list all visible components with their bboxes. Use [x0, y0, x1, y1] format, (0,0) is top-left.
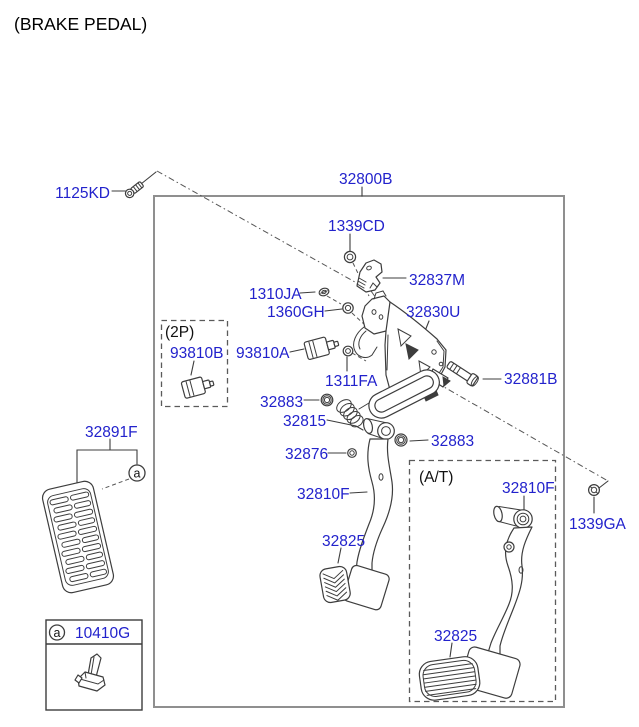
- label-32810f-at[interactable]: 32810F: [502, 480, 555, 497]
- label-1125kd[interactable]: 1125KD: [55, 185, 110, 202]
- switch-93810a: [303, 336, 340, 360]
- label-32876[interactable]: 32876: [285, 446, 328, 463]
- callout-a-pedal: a: [128, 464, 146, 482]
- assembly-boundary-box: [153, 195, 565, 708]
- at-pedal-pad-32825: [418, 656, 481, 701]
- nut-32883-lower: [394, 433, 408, 447]
- nut-1311fa-axis-dash: [351, 352, 367, 362]
- nut-32883-upper: [320, 393, 334, 407]
- screw-1310ja-axis-dash: [326, 295, 342, 305]
- label-32837m[interactable]: 32837M: [409, 272, 465, 289]
- callout-a-clip-letter: a: [54, 626, 61, 640]
- label-32800b[interactable]: 32800B: [339, 171, 392, 188]
- label-93810b[interactable]: 93810B: [170, 345, 223, 362]
- label-2p: (2P): [165, 324, 194, 341]
- at-pedal-arm-32810f: [486, 526, 533, 661]
- label-1310ja[interactable]: 1310JA: [249, 286, 302, 303]
- nut-1311fa: [342, 345, 354, 357]
- label-32825-mt[interactable]: 32825: [322, 533, 365, 550]
- at-option-dashed-box: [408, 459, 557, 703]
- pedal-pad-32891f: [41, 480, 115, 594]
- nut-1339ga: [587, 484, 600, 497]
- label-32891f[interactable]: 32891F: [85, 424, 138, 441]
- clip-10410g-icon: [74, 653, 106, 692]
- bolt-32881b: [446, 361, 479, 387]
- label-at: (A/T): [419, 469, 453, 486]
- label-32825-at[interactable]: 32825: [434, 628, 477, 645]
- callout-a-pedal-letter: a: [134, 467, 141, 481]
- spring-32815: [336, 399, 364, 428]
- label-32810f-mt[interactable]: 32810F: [297, 486, 350, 503]
- bracket-32837m: [356, 259, 383, 293]
- mt-pedal-arm-32810f: [355, 438, 394, 575]
- leader-lines: [76, 171, 595, 658]
- label-32883-lower[interactable]: 32883: [431, 433, 474, 450]
- spring-hook-line: [358, 402, 370, 410]
- label-32830u[interactable]: 32830U: [406, 304, 460, 321]
- mt-pedal-pivot-bushing: [362, 418, 395, 440]
- label-32881b[interactable]: 32881B: [504, 371, 557, 388]
- switch-93810b: [180, 376, 215, 399]
- nut-1339cd: [343, 250, 357, 264]
- 2p-option-dashed-box: [160, 319, 229, 408]
- pedal-arm-upper-loop: [368, 369, 440, 419]
- nut-1360gh: [342, 302, 354, 314]
- label-32883-upper[interactable]: 32883: [260, 394, 303, 411]
- page-title: (BRAKE PEDAL): [14, 14, 147, 34]
- bolt-1125kd: [124, 181, 144, 199]
- at-pedal-pivot: [493, 505, 533, 529]
- screw-1310ja: [318, 287, 330, 297]
- label-1339cd[interactable]: 1339CD: [328, 218, 385, 235]
- label-1311fa[interactable]: 1311FA: [325, 373, 378, 390]
- label-1339ga[interactable]: 1339GA: [569, 516, 627, 533]
- label-32815[interactable]: 32815: [283, 413, 326, 430]
- callout-a-dash: [101, 478, 130, 490]
- stopper-32876: [347, 448, 357, 458]
- label-10410g[interactable]: 10410G: [75, 625, 130, 642]
- label-1360gh[interactable]: 1360GH: [267, 304, 325, 321]
- mt-pedal-pad-32825: [319, 565, 351, 604]
- label-93810a[interactable]: 93810A: [236, 345, 290, 362]
- clip-legend-box: a: [45, 619, 143, 711]
